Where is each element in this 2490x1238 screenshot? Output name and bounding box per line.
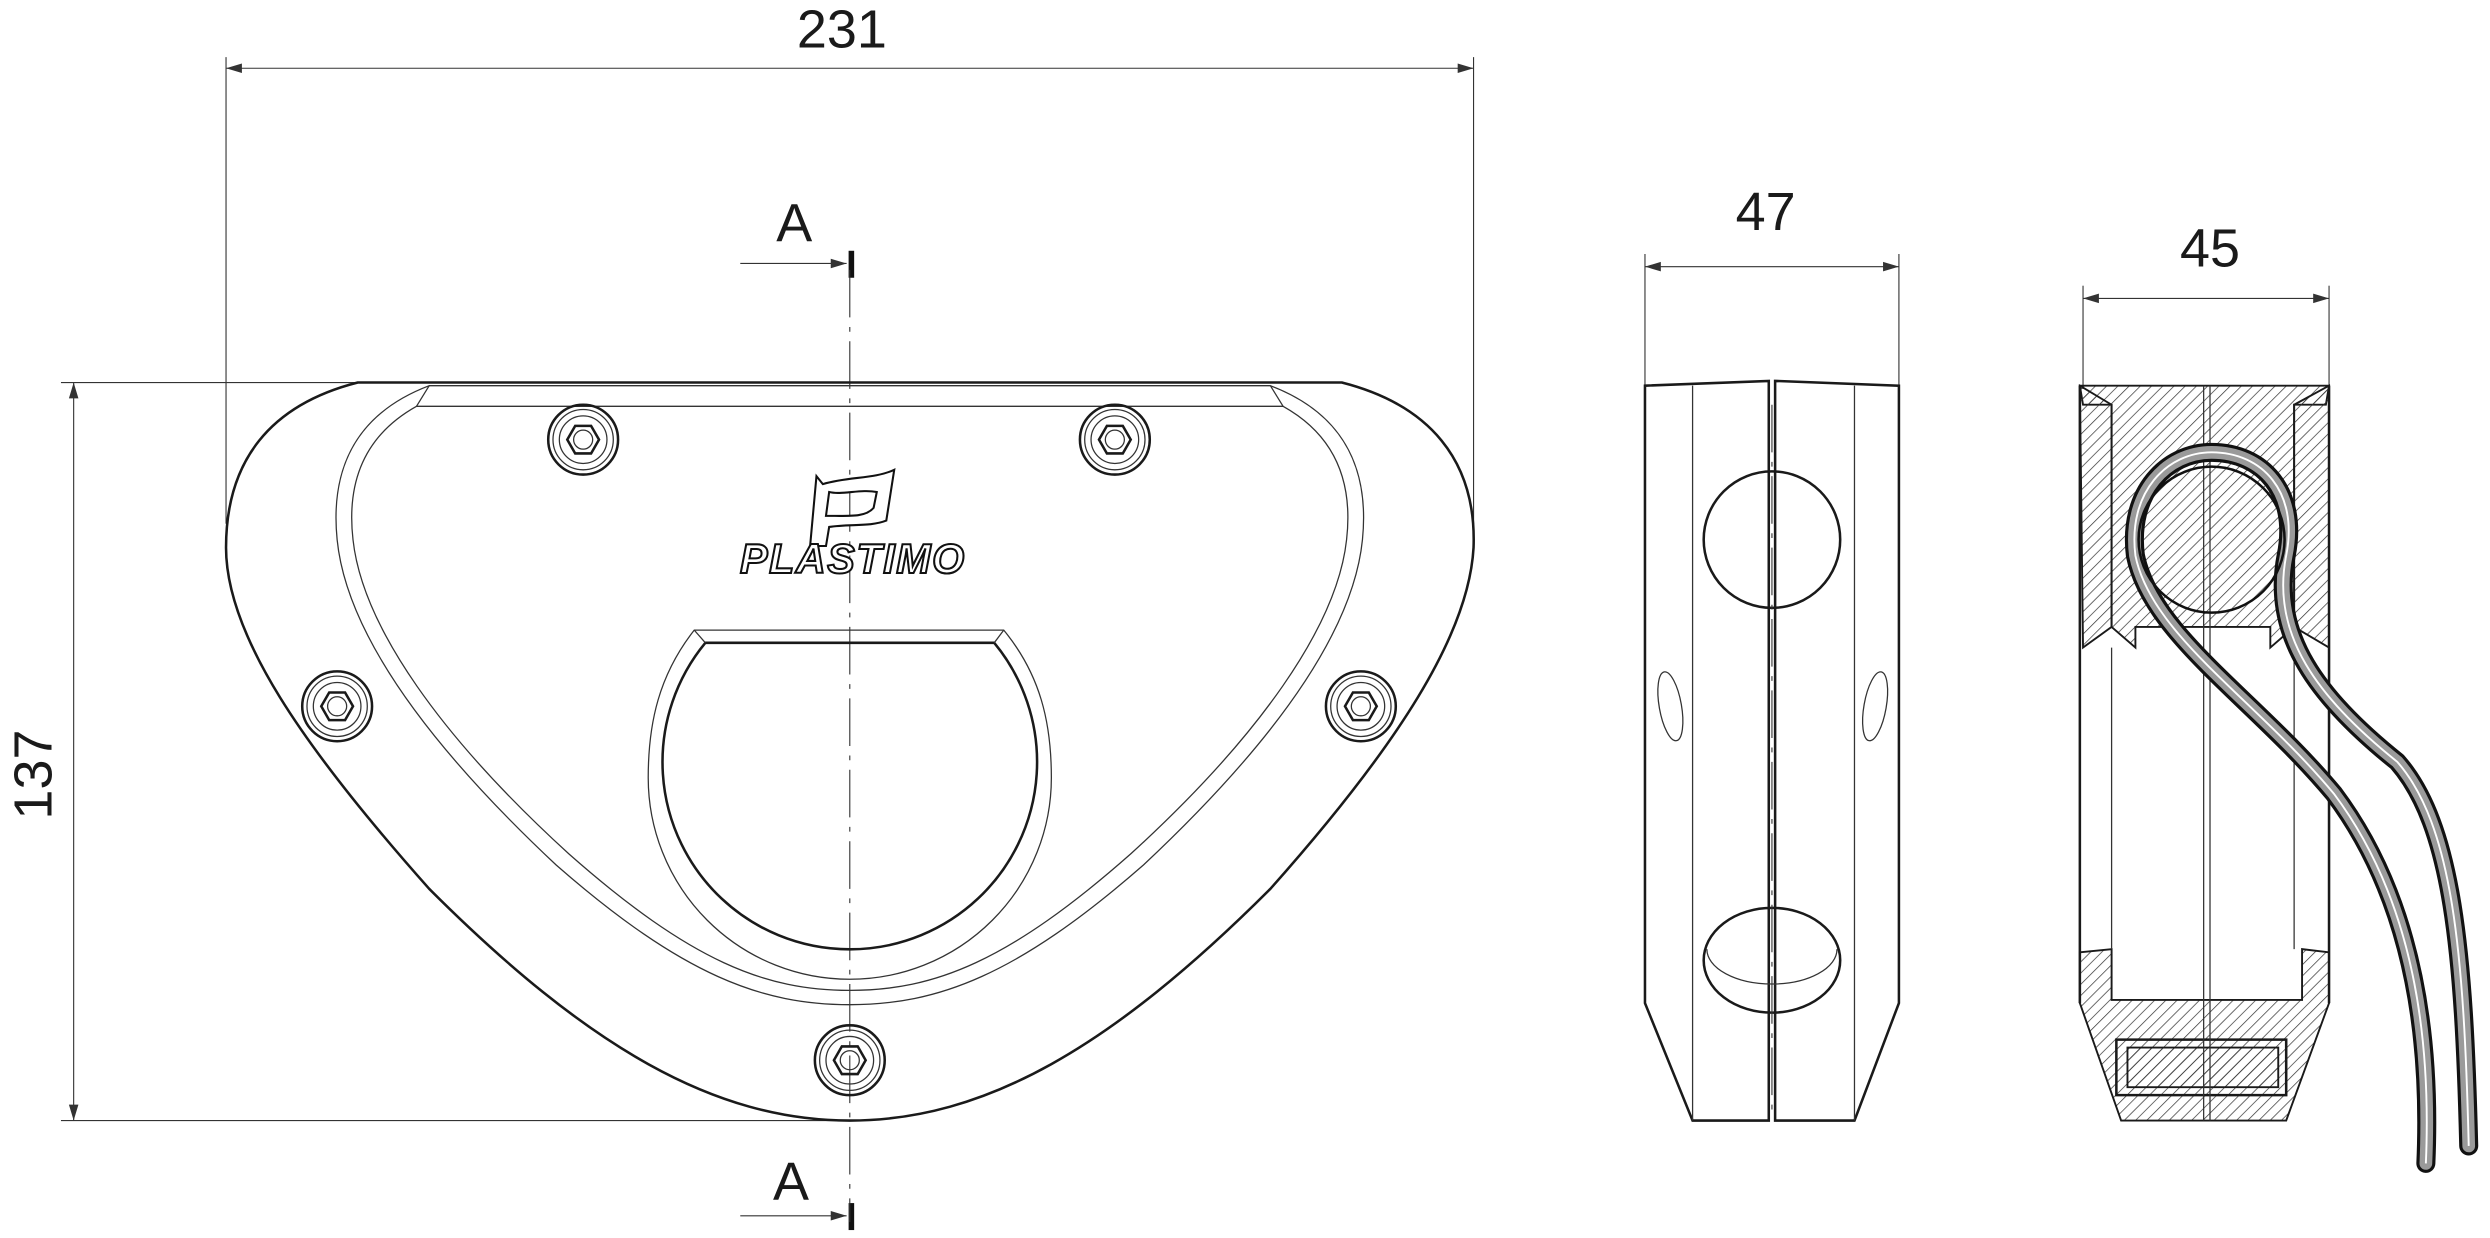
bolt-icon (1324, 670, 1398, 743)
section-label-top: A (776, 193, 812, 253)
plate-outline (224, 381, 1475, 1122)
side-view: 47 (1643, 182, 1901, 1122)
bolt-icon (546, 403, 620, 476)
svg-text:PLASTIMO: PLASTIMO (740, 536, 966, 582)
dimension-231: 231 (797, 0, 887, 60)
cable-hole (661, 641, 1039, 951)
bolt-icon (300, 670, 374, 743)
dimension-45: 45 (2180, 219, 2240, 279)
plastimo-logo: PLASTIMO (739, 468, 966, 583)
section-label-bottom: A (773, 1152, 809, 1212)
cable (2124, 442, 2479, 1173)
section-view: 45 (2078, 219, 2479, 1173)
cable-hole-bevel (647, 629, 1052, 980)
front-view: 231 137 A A PLASTIMO (3, 0, 1475, 1231)
dimension-47: 47 (1736, 182, 1796, 242)
dimension-137: 137 (3, 730, 63, 820)
bolt-icon (1078, 403, 1152, 476)
